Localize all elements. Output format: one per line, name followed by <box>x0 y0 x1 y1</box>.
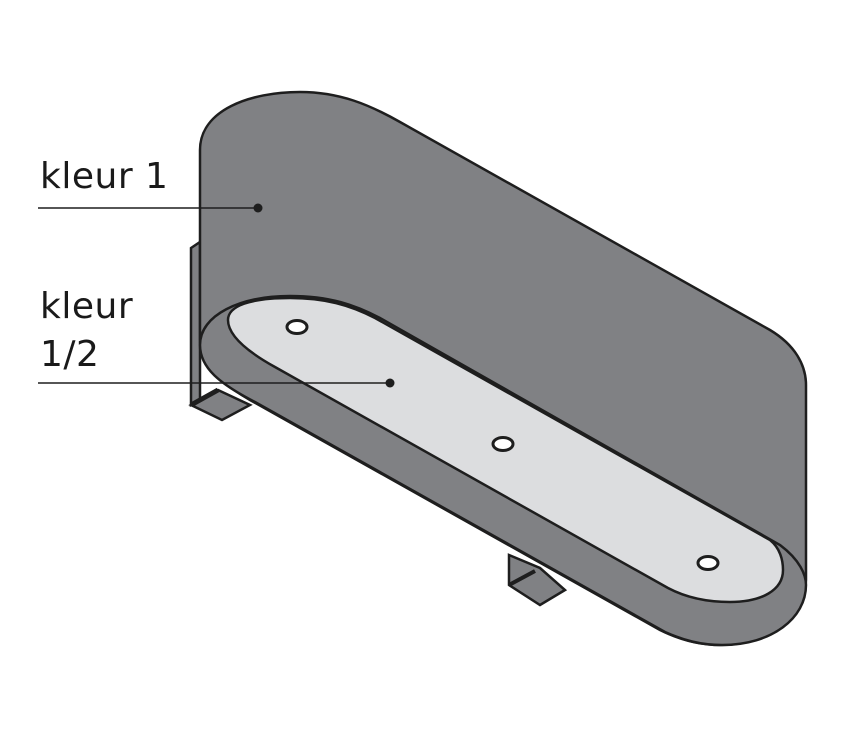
screw-hole-2 <box>491 436 515 452</box>
label-kleur-1: kleur 1 <box>40 156 169 197</box>
leader-line-kleur-1-2 <box>38 378 395 388</box>
label-kleur-1-2-line1: kleur <box>40 286 134 327</box>
screw-hole-1 <box>285 319 309 335</box>
mounting-bracket-right <box>507 553 568 607</box>
mounting-bracket-left <box>188 239 253 422</box>
leader-line-kleur-1 <box>38 203 263 213</box>
label-kleur-1-2: kleur 1/2 <box>40 283 133 379</box>
label-kleur-1-2-line2: 1/2 <box>40 334 100 375</box>
screw-hole-3 <box>696 555 720 571</box>
